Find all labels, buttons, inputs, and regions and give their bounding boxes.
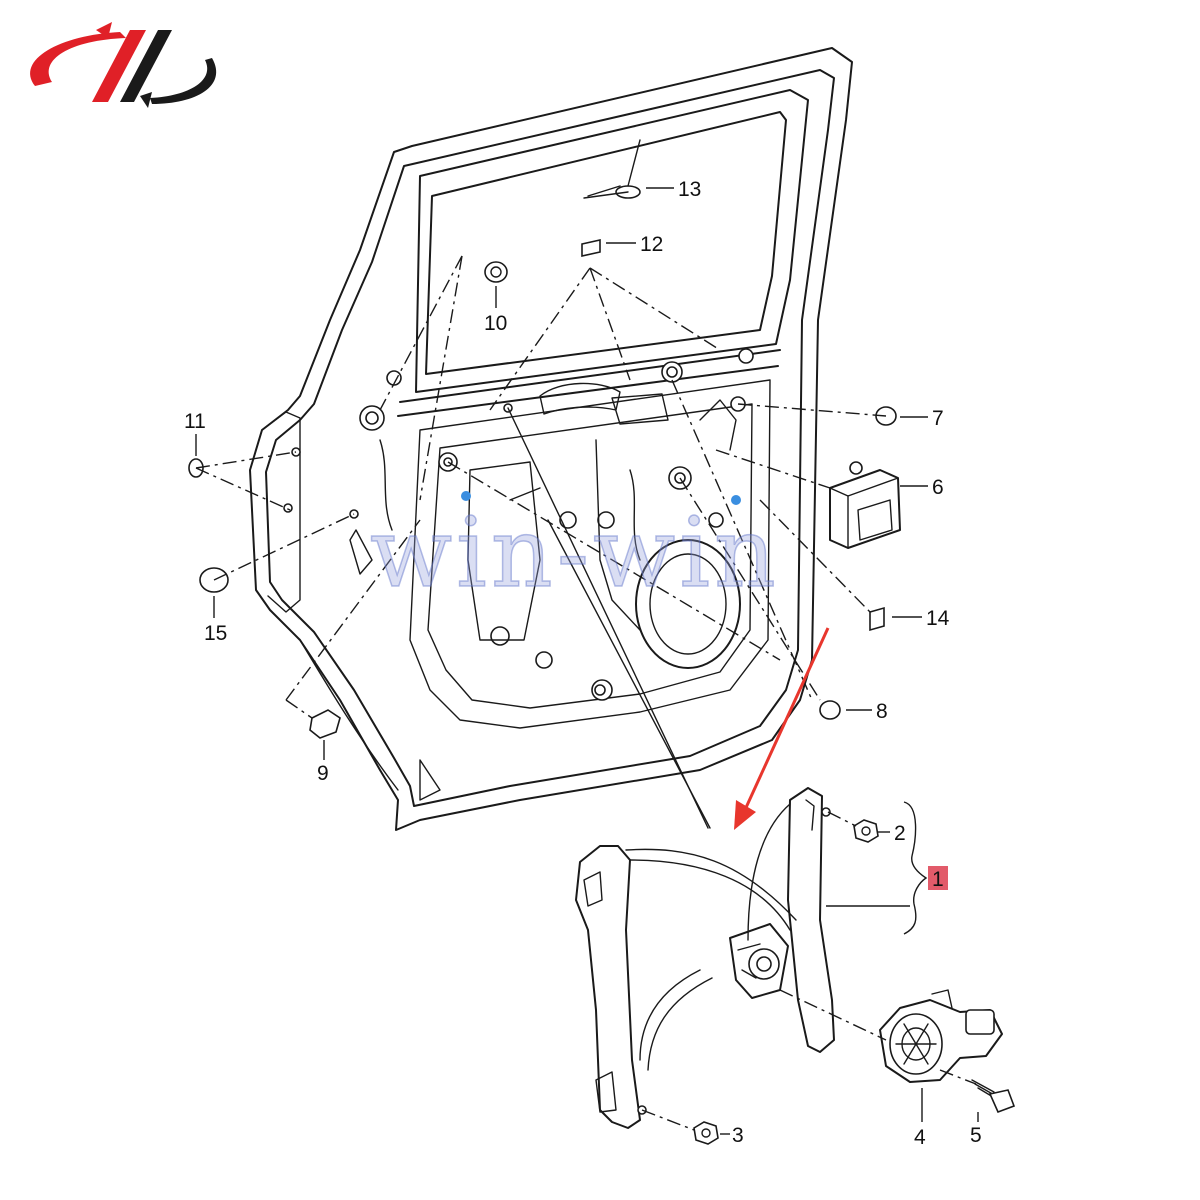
callout-14: 14 (926, 607, 950, 630)
door-control-module (829, 461, 901, 549)
window-regulator-assembly (575, 787, 835, 1129)
callout-10: 10 (484, 312, 507, 335)
callout-7: 7 (932, 407, 944, 430)
callout-12: 12 (640, 233, 663, 256)
callout-8: 8 (876, 700, 888, 723)
mounting-screw (971, 1079, 1016, 1114)
hex-nut-3 (693, 1121, 719, 1145)
brand-logo (30, 22, 217, 108)
rear-door-shell (249, 47, 853, 831)
callout-1: 1 (932, 868, 944, 891)
callout-labels: 1 2 3 4 5 6 7 8 9 10 11 12 13 14 15 (184, 178, 982, 1149)
small-parts (188, 185, 897, 1145)
callout-9: 9 (317, 762, 329, 785)
callout-1-highlight (928, 866, 948, 890)
red-arrow-indicator (734, 627, 830, 830)
callout-13: 13 (678, 178, 701, 201)
callout-5: 5 (970, 1124, 982, 1147)
watermark-text: win-win (370, 497, 780, 609)
callout-2: 2 (894, 822, 906, 845)
callout-6: 6 (932, 476, 944, 499)
callout-3: 3 (732, 1124, 744, 1147)
callout-15: 15 (204, 622, 227, 645)
assembly-lines (195, 139, 977, 1131)
callout-leaders (195, 187, 979, 1135)
callout-4: 4 (914, 1126, 926, 1149)
callout-11: 11 (184, 410, 206, 433)
window-motor (879, 989, 1003, 1083)
hex-nut-2 (853, 819, 879, 843)
watermark: win-win (369, 491, 780, 610)
